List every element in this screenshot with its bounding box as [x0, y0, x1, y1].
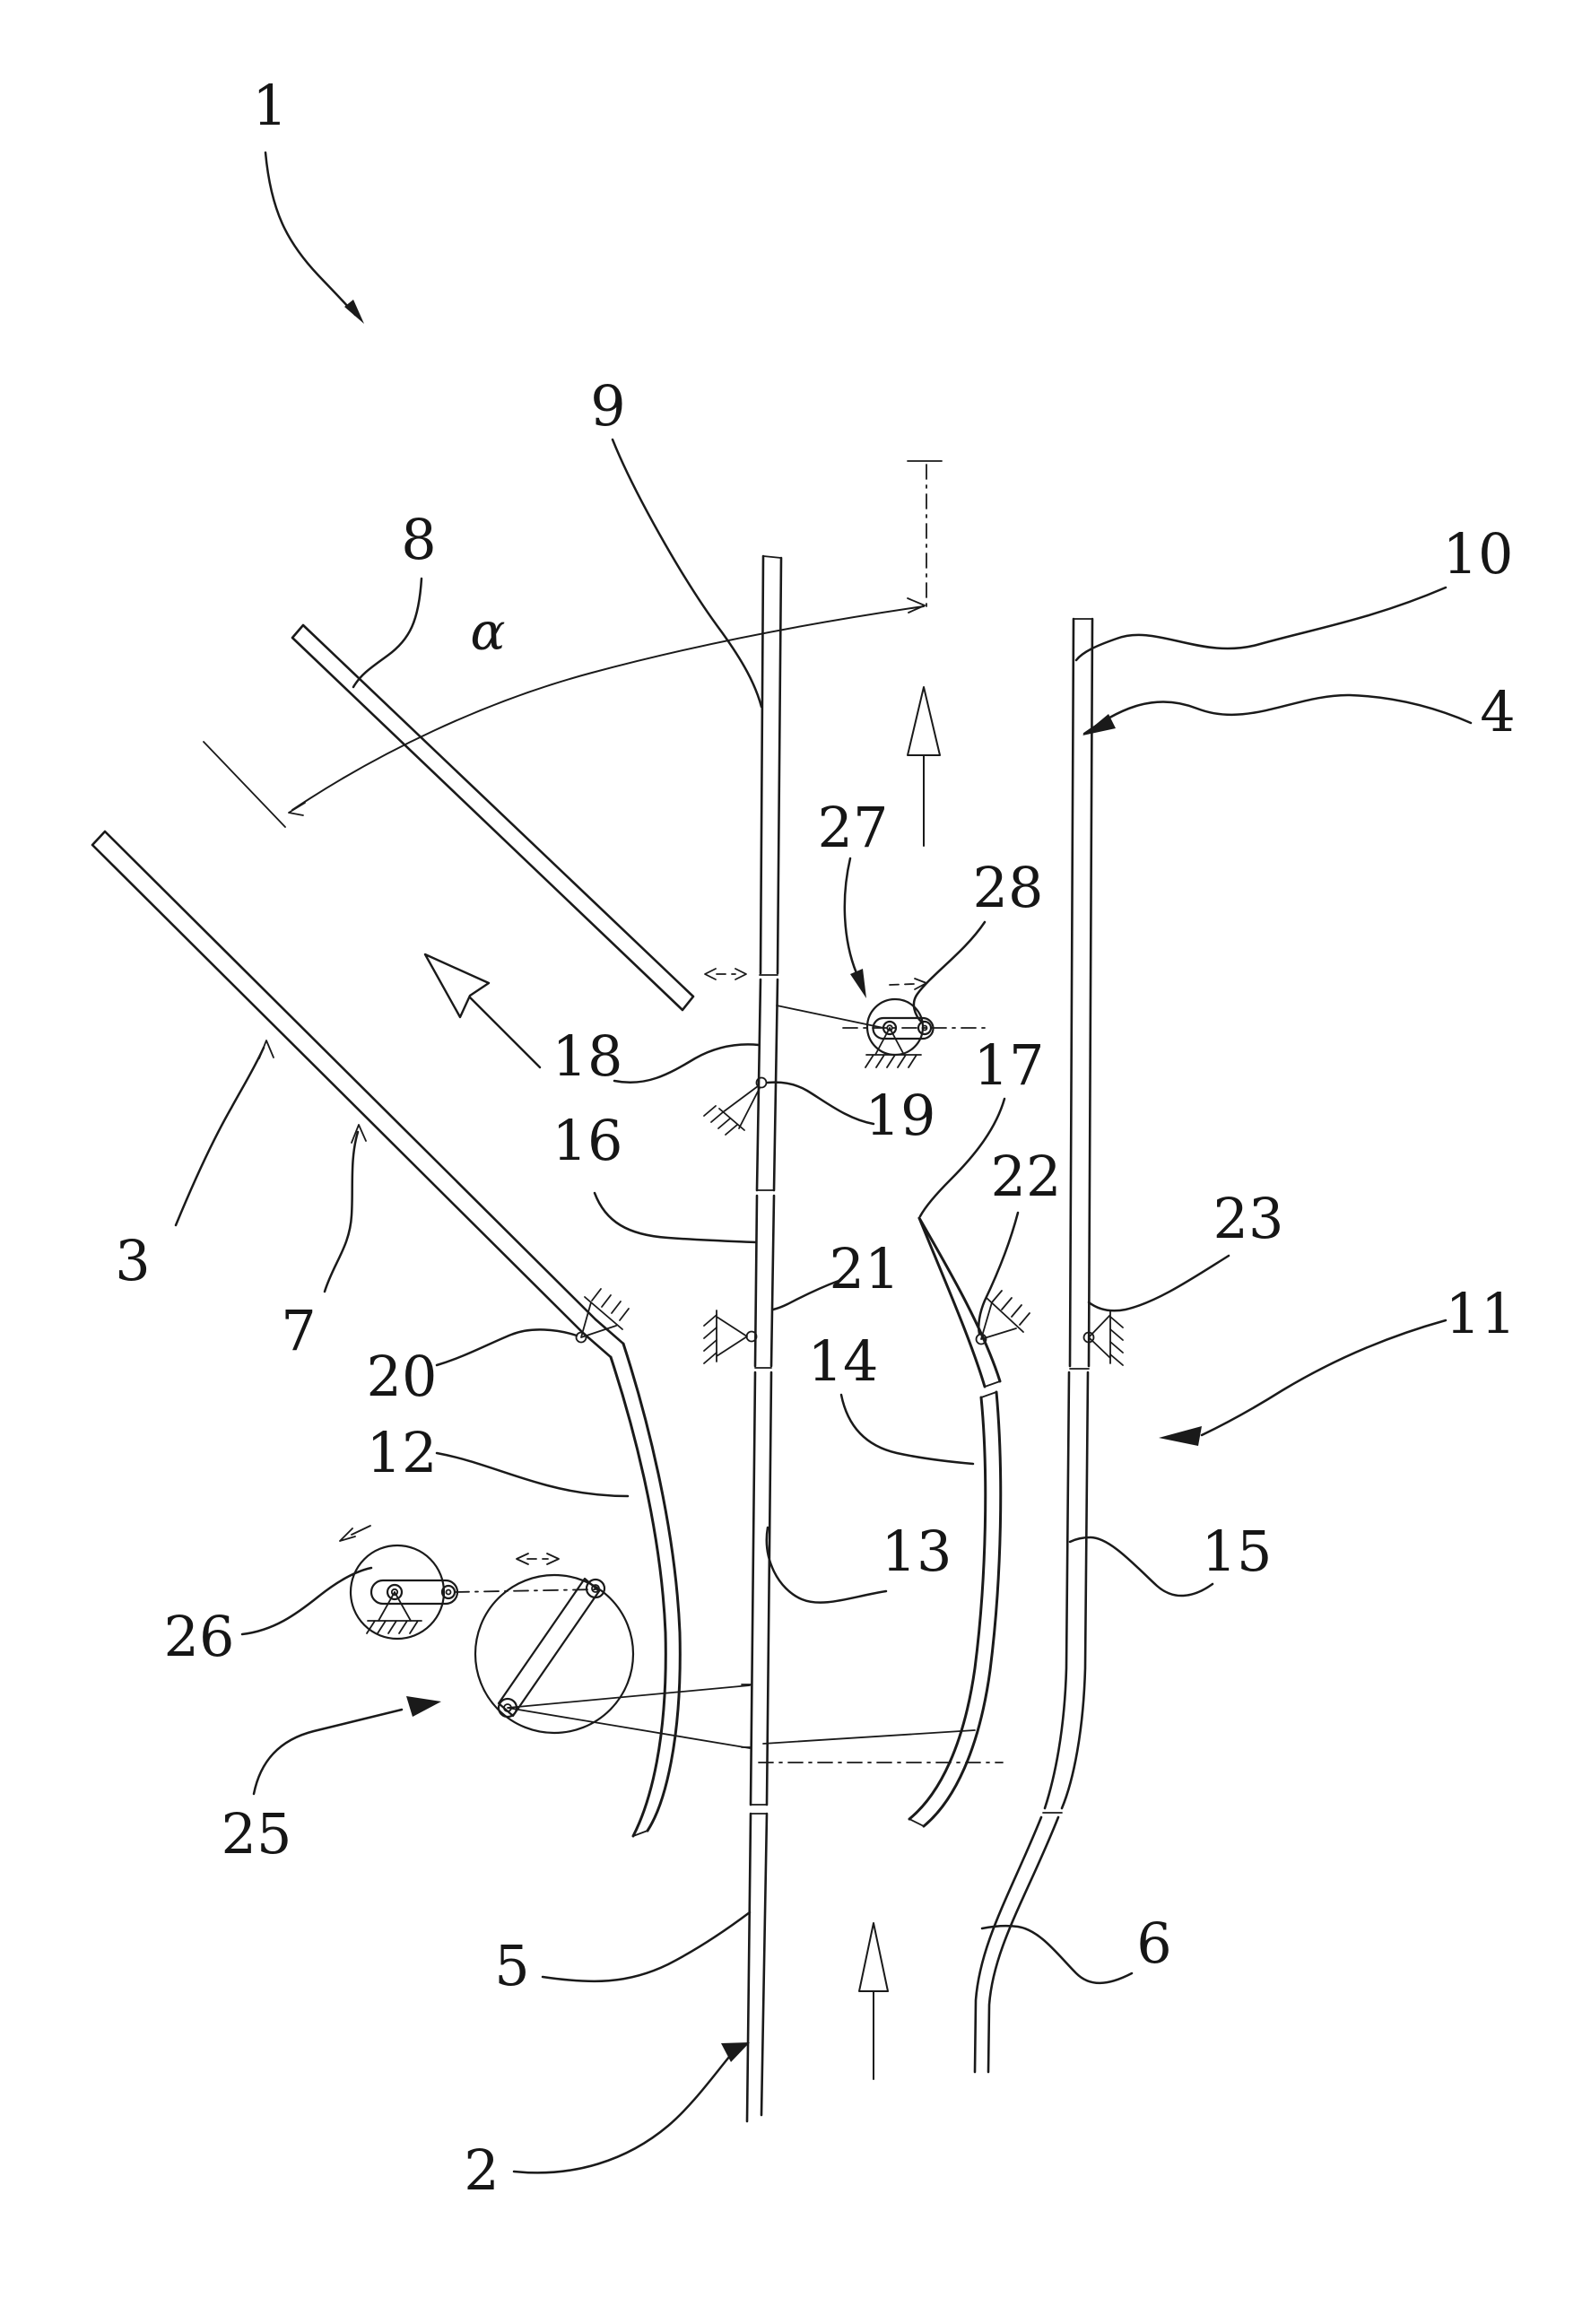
rail-3-jog: [581, 1318, 625, 1359]
drive-rod-attachment-ticks: [741, 1684, 752, 1748]
leader-11-arrowhead: [1159, 1426, 1202, 1446]
leader-7-arrowhead: [351, 1124, 367, 1144]
angle-arc-left-arrowhead: [288, 802, 306, 816]
ref-label-12: 12: [367, 1420, 438, 1485]
ref-label-23: 23: [1213, 1186, 1284, 1251]
ref-label-7: 7: [281, 1298, 316, 1363]
drive-crank-25: [474, 1573, 1004, 1763]
ref-label-21: 21: [830, 1236, 900, 1301]
leader-27: [843, 857, 858, 975]
ref-label-25: 25: [222, 1801, 292, 1867]
pivot-support-19: [703, 1076, 768, 1136]
ref-label-6: 6: [1136, 1911, 1171, 1976]
leader-27-arrowhead: [850, 969, 866, 998]
branch-direction-arrow: [423, 953, 542, 1069]
drive-rods: [507, 1684, 751, 1749]
leader-23: [1087, 1254, 1230, 1312]
ref-label-19: 19: [865, 1083, 936, 1148]
leader-3: [174, 1046, 265, 1227]
leader-3-arrowhead: [258, 1040, 274, 1059]
branch-axis-segment: [203, 741, 286, 828]
ref-label-16: 16: [552, 1108, 623, 1173]
ref-label-10: 10: [1443, 521, 1514, 587]
leader-18: [613, 1043, 761, 1084]
ref-label-26: 26: [164, 1604, 235, 1669]
leader-8: [352, 577, 423, 689]
leader-7: [323, 1130, 360, 1293]
leader-9: [611, 438, 763, 709]
leader-12: [435, 1451, 630, 1498]
leader-2: [512, 2054, 732, 2174]
ref-label-3: 3: [115, 1228, 150, 1293]
main-track-right-rail: [973, 617, 1094, 2074]
angle-alpha-label: α: [470, 601, 505, 662]
ref-label-8: 8: [401, 507, 436, 572]
ref-label-5: 5: [494, 1933, 529, 1998]
leader-13: [765, 1526, 888, 1604]
leader-4-arrowhead: [1082, 714, 1116, 735]
leader-2-arrowhead: [721, 2042, 750, 2062]
leader-10: [1074, 586, 1448, 662]
ref-label-27: 27: [818, 795, 889, 860]
main-track-left-rail: [741, 554, 783, 2123]
leader-25: [252, 1708, 404, 1796]
drive-motor-26: [339, 1525, 596, 1641]
leader-25-arrowhead: [406, 1696, 441, 1717]
branch-track-rail-8: [291, 623, 695, 1012]
ref-label-22: 22: [991, 1144, 1062, 1209]
ground-hatch-bottom: [366, 1620, 422, 1634]
rotation-arrow-bottom: [339, 1525, 371, 1542]
detector-rod: [776, 1005, 884, 1029]
ref-label-18: 18: [552, 1023, 623, 1089]
switch-blade-17-upper: [917, 1216, 1002, 1388]
up-flow-arrow-top: [907, 686, 941, 847]
ref-label-17: 17: [974, 1032, 1045, 1098]
ref-label-11: 11: [1446, 1281, 1517, 1346]
lock-slide-link: [872, 1016, 935, 1040]
pivot-support-20: [575, 1288, 630, 1344]
leader-11: [1200, 1319, 1448, 1437]
crossing-drive-rod: [762, 1729, 976, 1745]
blade-throw-double-arrow-bottom: [516, 1553, 560, 1565]
leader-6: [980, 1924, 1134, 1985]
leader-17: [918, 1097, 1006, 1218]
leader-1-arrowhead: [344, 300, 364, 324]
ref-label-13: 13: [882, 1519, 952, 1584]
leader-26: [240, 1566, 373, 1636]
pivot-support-21: [703, 1310, 758, 1364]
leader-21: [771, 1279, 840, 1311]
angle-arc-right-arrowhead: [907, 597, 926, 614]
branch-track-rail-3: [91, 830, 625, 1359]
pivot-support-22: [975, 1290, 1030, 1345]
pivot-support-23: [1082, 1310, 1124, 1366]
switch-blade-14-lower: [908, 1390, 1003, 1828]
ref-label-4: 4: [1480, 679, 1515, 744]
leader-19: [766, 1081, 875, 1126]
crank-bar: [497, 1577, 601, 1718]
lock-mechanism-top: [776, 978, 986, 1068]
ref-label-14: 14: [808, 1328, 879, 1394]
leader-16: [593, 1191, 758, 1244]
leader-22: [978, 1211, 1020, 1336]
angle-arc: [288, 597, 926, 816]
leader-20: [435, 1328, 578, 1367]
ref-label-9: 9: [590, 373, 625, 439]
ref-label-28: 28: [973, 855, 1044, 920]
leader-14: [839, 1393, 975, 1466]
up-flow-arrow-bottom: [858, 1922, 889, 2080]
leader-5: [541, 1911, 752, 1983]
switch-blade-12: [609, 1342, 682, 1838]
ref-label-2: 2: [464, 2137, 499, 2203]
leader-15: [1068, 1536, 1214, 1597]
ref-label-1: 1: [252, 73, 287, 138]
ref-label-15: 15: [1202, 1519, 1273, 1584]
leader-lines: [174, 151, 1473, 2174]
blade-throw-double-arrow-top: [704, 968, 747, 980]
ground-hatch-top: [865, 1054, 922, 1068]
ref-label-20: 20: [367, 1344, 438, 1409]
leader-1: [264, 151, 357, 317]
leader-4: [1082, 693, 1473, 735]
leader-28: [912, 920, 987, 1024]
